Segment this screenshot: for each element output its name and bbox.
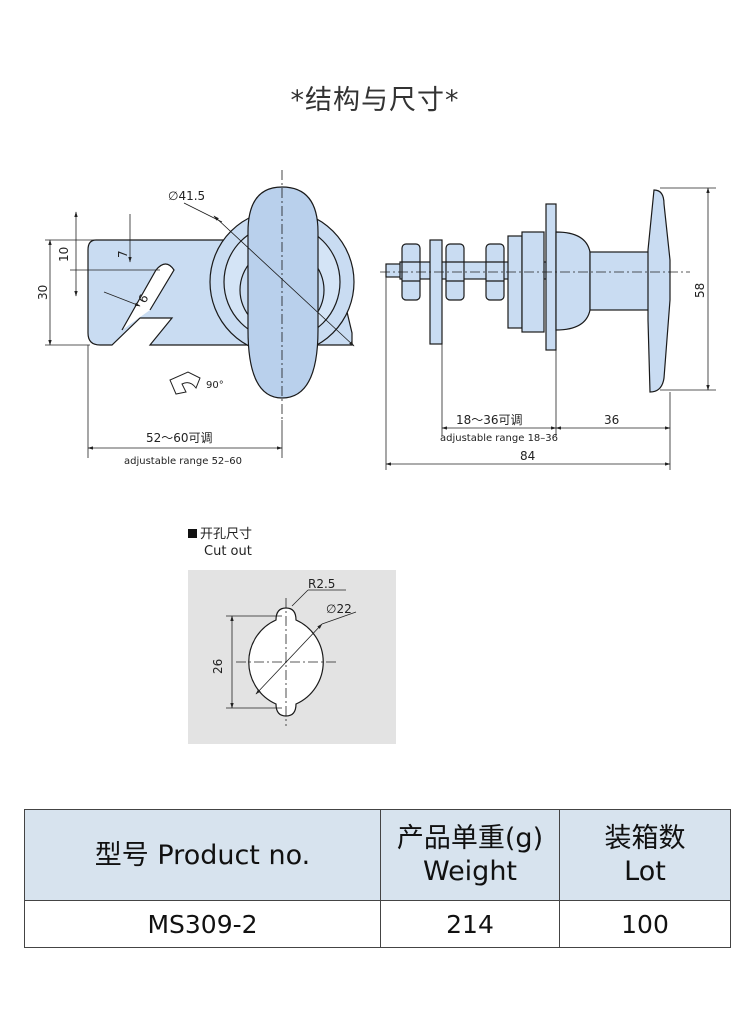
flange (545, 203, 557, 351)
page-title: *结构与尺寸* (290, 85, 460, 116)
cutout-caption: 开孔尺寸 Cut out (188, 526, 252, 560)
rotation-label: 90° (206, 380, 224, 391)
washer-1 (429, 239, 443, 345)
cutout-label-en: Cut out (204, 544, 252, 559)
header-lot-en: Lot (624, 856, 666, 887)
front-dia-label: ∅41.5 (168, 189, 205, 203)
header-weight-en: Weight (422, 856, 518, 887)
side-dim-58: 58 (693, 283, 707, 298)
rotation-icon (169, 371, 201, 395)
side-view (385, 189, 671, 393)
header-product-cn: 型号 (94, 839, 149, 871)
header-lot: 装箱数 Lot (559, 809, 731, 901)
side-dim-84: 84 (520, 449, 535, 463)
header-lot-cn: 装箱数 (604, 823, 686, 854)
side-dim-36: 36 (604, 413, 619, 427)
neck (555, 231, 591, 331)
side-range-label: 18～36可调 (456, 413, 523, 427)
header-weight-cn: 产品单重(g) (396, 823, 544, 854)
handle-grip (647, 189, 671, 393)
handle-shaft (589, 251, 655, 311)
t-handle (247, 186, 319, 399)
front-dim-7: 7 (116, 250, 130, 258)
header-weight: 产品单重(g) Weight (380, 809, 560, 901)
header-product: 型号 Product no. (24, 809, 381, 901)
front-range-label-en: adjustable range 52–60 (124, 456, 242, 467)
housing-ring (507, 235, 523, 329)
bullet-square-icon (188, 529, 197, 538)
header-product-en: Product no. (157, 839, 311, 871)
cutout-dia-label: ∅22 (326, 602, 352, 616)
technical-drawing: ∅41.5 10 30 7 6 90° 52～60可调 adjustable r… (36, 170, 716, 744)
spec-table: 型号 Product no. 产品单重(g) Weight 装箱数 Lot MS… (24, 809, 731, 948)
cell-product: MS309-2 (24, 900, 381, 948)
cell-weight: 214 (380, 900, 560, 948)
spec-table-header: 型号 Product no. 产品单重(g) Weight 装箱数 Lot (24, 809, 731, 901)
table-row: MS309-2 214 100 (24, 900, 731, 948)
front-dim-30: 30 (36, 285, 50, 300)
cutout-height-label: 26 (211, 659, 225, 674)
cell-lot: 100 (559, 900, 731, 948)
front-dim-10: 10 (57, 247, 71, 262)
housing-body (521, 231, 545, 333)
front-view (87, 170, 355, 420)
front-range-label: 52～60可调 (146, 431, 213, 445)
side-range-label-en: adjustable range 18–36 (440, 433, 558, 444)
cutout-radius-label: R2.5 (308, 577, 335, 591)
cutout-label-cn: 开孔尺寸 (200, 527, 253, 542)
dim-10-group (45, 211, 160, 346)
